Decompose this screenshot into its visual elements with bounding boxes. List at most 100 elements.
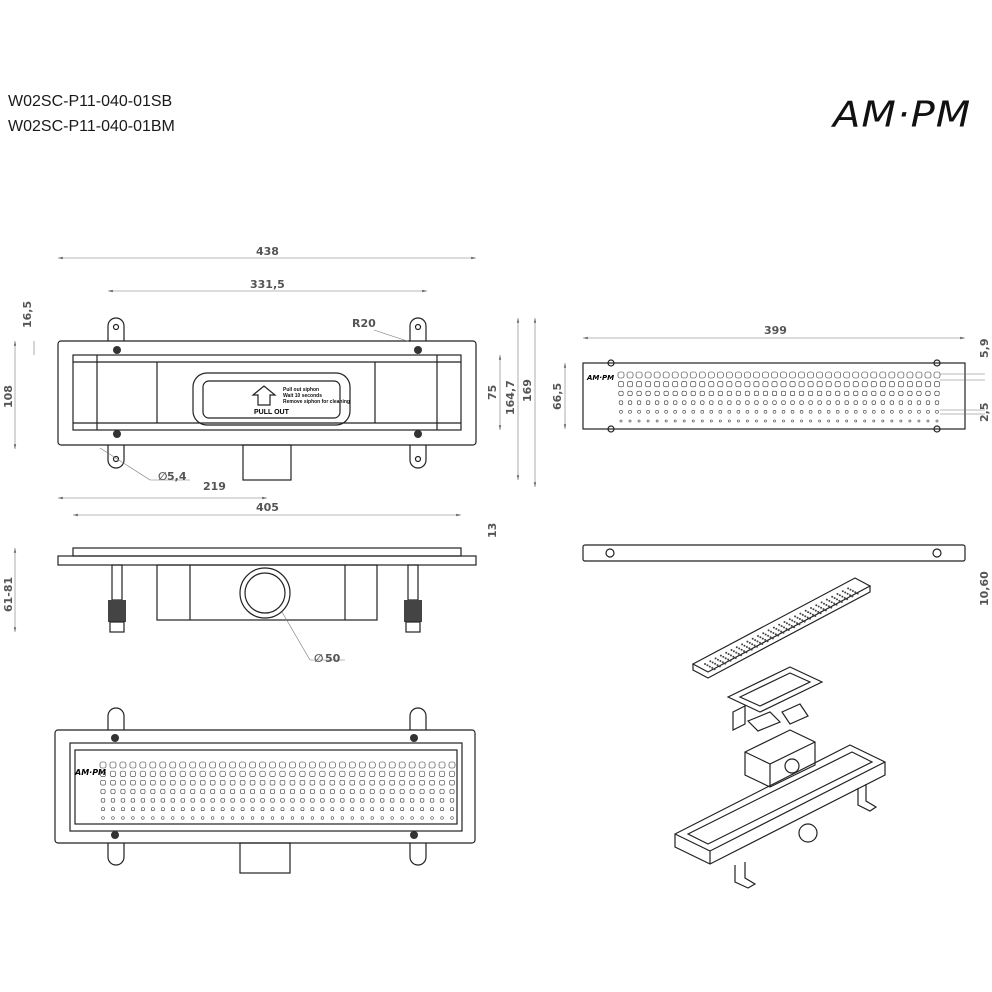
iso-hole <box>796 622 798 625</box>
dim-75: 75 <box>486 385 499 400</box>
iso-hole <box>856 592 859 595</box>
grating-hole <box>925 390 931 396</box>
iso-hole <box>804 609 807 612</box>
iso-hole <box>761 637 764 640</box>
grating-hole <box>390 798 395 803</box>
siphon-label-line-1: Pull out siphon <box>283 387 319 393</box>
grating-hole <box>339 761 346 769</box>
grating-hole <box>359 779 365 786</box>
grating-hole <box>329 779 336 786</box>
grating-hole <box>755 419 758 423</box>
iso-hole <box>794 615 797 618</box>
grating-hole <box>299 779 306 786</box>
iso-hole <box>791 619 794 622</box>
grating-hole <box>908 419 912 423</box>
iso-hole <box>844 591 847 594</box>
grating-hole <box>809 419 812 423</box>
iso-hole <box>770 630 772 633</box>
grating-hole <box>681 381 688 388</box>
grating-hole <box>229 761 236 769</box>
grating-hole <box>210 798 215 803</box>
iso-hole <box>732 650 735 653</box>
iso-hole <box>751 643 754 646</box>
grating-hole <box>745 410 750 414</box>
grating-hole <box>745 400 750 405</box>
iso-hole <box>807 611 810 614</box>
iso-hole <box>854 591 857 594</box>
iso-hole <box>762 632 765 635</box>
grating-hole <box>121 807 125 812</box>
grating-hole <box>180 789 186 794</box>
svg-text:∅: ∅ <box>314 652 323 665</box>
iso-hole <box>830 606 833 609</box>
grating-hole <box>627 390 633 396</box>
iso-hole <box>717 658 719 661</box>
grating-hole <box>753 371 760 379</box>
grating-hole <box>924 371 932 379</box>
outlet-pipe <box>242 444 292 481</box>
grating-hole <box>826 390 832 396</box>
grating-hole <box>664 400 669 405</box>
iso-hole <box>750 648 753 651</box>
grating-hole <box>111 807 115 812</box>
grating-hole <box>270 816 275 820</box>
grating-hole <box>140 789 146 794</box>
grating-hole <box>889 390 895 396</box>
grating-hole <box>170 807 175 812</box>
iso-hole <box>824 609 827 612</box>
grating-hole <box>360 816 364 820</box>
grating-hole <box>300 816 304 820</box>
grating-hole <box>270 789 275 794</box>
iso-hole <box>732 655 735 658</box>
grating-hole <box>260 798 265 803</box>
grating-hole <box>320 816 324 820</box>
dim-13: 13 <box>486 523 499 538</box>
grating-hole <box>772 410 777 414</box>
grating-hole <box>419 770 426 777</box>
grating-hole <box>645 381 651 388</box>
grating-hole <box>897 371 905 379</box>
iso-hole <box>730 654 732 657</box>
grating-hole <box>619 410 623 414</box>
iso-hole <box>851 595 854 598</box>
iso-hole <box>838 599 841 602</box>
iso-hole <box>849 588 852 591</box>
grating-hole <box>309 789 315 794</box>
grating-hole <box>726 390 732 396</box>
grating-hole <box>429 789 435 794</box>
iso-hole <box>756 640 759 643</box>
dim-5-9: 5,9 <box>978 339 991 359</box>
grating-hole <box>259 779 266 786</box>
grating-hole <box>280 798 285 803</box>
grating-hole <box>280 816 285 820</box>
grating-hole <box>169 770 176 777</box>
grating-hole <box>771 390 777 396</box>
grating-hole <box>726 371 733 379</box>
iso-hole <box>759 636 762 639</box>
grating-hole <box>250 807 255 812</box>
grating-hole <box>299 761 306 769</box>
grating-hole <box>400 816 404 820</box>
grating-hole <box>772 400 777 405</box>
iso-hole <box>716 664 719 667</box>
dim-164-7: 164,7 <box>504 380 517 415</box>
iso-hole <box>756 645 758 648</box>
grating-hole <box>440 807 444 812</box>
iso-hole <box>814 615 817 617</box>
grating-hole <box>240 789 246 794</box>
iso-hole <box>713 668 716 671</box>
grating-hole <box>190 789 196 794</box>
grating-hole <box>220 807 225 812</box>
grating-hole <box>229 770 236 777</box>
grating-hole <box>836 419 839 423</box>
grating-hole <box>189 761 197 769</box>
grating-hole <box>654 390 660 396</box>
grating-hole <box>140 779 146 786</box>
grating-hole <box>735 381 742 388</box>
grating-hole <box>300 807 305 812</box>
grating-hole <box>130 789 136 794</box>
iso-hole <box>727 653 730 656</box>
iso-hole <box>772 626 775 629</box>
grating-hole <box>636 390 642 396</box>
grating-hole <box>627 400 633 405</box>
